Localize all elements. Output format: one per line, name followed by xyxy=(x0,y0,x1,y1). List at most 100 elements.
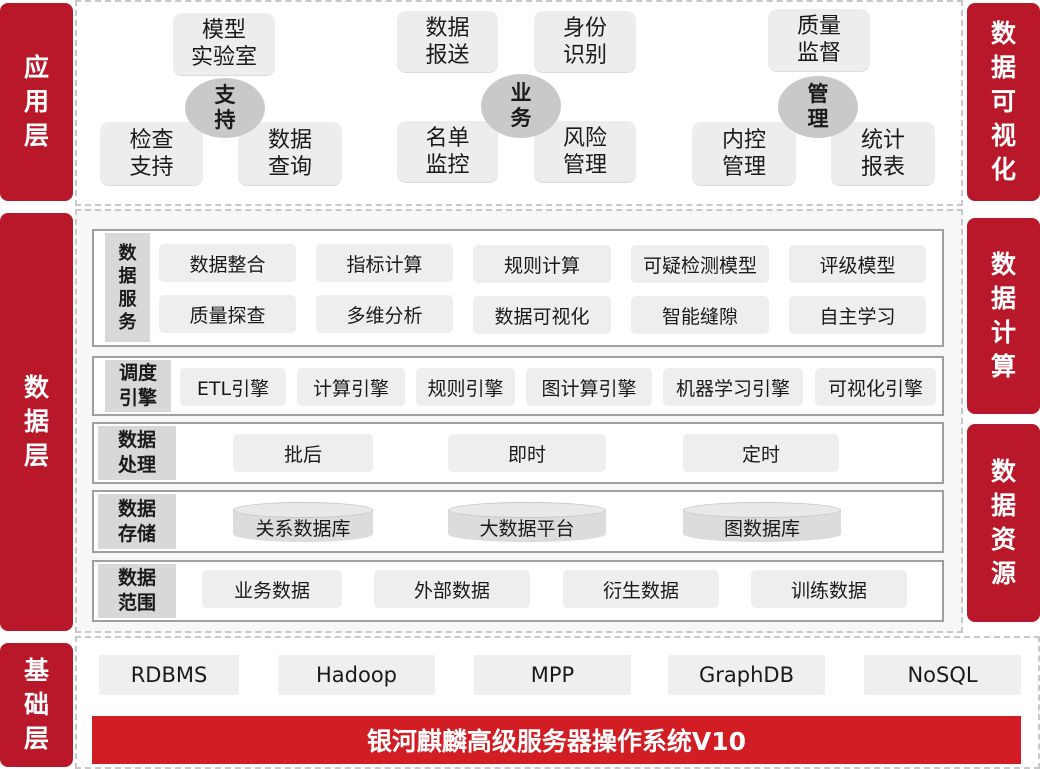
scope-label: 数据 范围 xyxy=(98,564,176,618)
hub-text: 理 xyxy=(807,107,829,131)
relational-db-cylinder[interactable]: 关系数据库 xyxy=(233,502,373,542)
scope-derived-data[interactable]: 衍生数据 xyxy=(563,570,719,608)
viz-char: 化 xyxy=(990,155,1016,184)
base-nosql[interactable]: NoSQL xyxy=(864,655,1021,695)
label-text: 引擎 xyxy=(118,387,157,409)
data-resource-bar: 数 据 资 源 xyxy=(967,424,1040,622)
resource-char: 据 xyxy=(990,491,1016,520)
base-layer-char: 础 xyxy=(23,690,49,719)
label-char: 据 xyxy=(118,265,137,287)
scope-business-data[interactable]: 业务数据 xyxy=(202,570,342,608)
app-layer-char: 层 xyxy=(23,121,49,150)
processing-scheduled[interactable]: 定时 xyxy=(683,434,839,472)
box-text: 识别 xyxy=(562,42,607,68)
engine-graph-compute[interactable]: 图计算引擎 xyxy=(526,368,652,406)
data-visualization-bar: 数 据 可 视 化 xyxy=(967,3,1040,201)
label-char: 数 xyxy=(118,242,137,264)
big-data-platform-cylinder[interactable]: 大数据平台 xyxy=(448,502,606,542)
service-quality-probe[interactable]: 质量探查 xyxy=(159,295,296,333)
app-layer-label: 应 用 层 xyxy=(0,3,73,201)
base-rdbms[interactable]: RDBMS xyxy=(99,655,239,695)
box-text: 模型 xyxy=(201,18,246,43)
box-text: 报表 xyxy=(860,154,905,180)
list-monitoring-box[interactable]: 名单监控 xyxy=(397,121,498,182)
service-data-integration[interactable]: 数据整合 xyxy=(159,244,296,282)
graph-db-cylinder[interactable]: 图数据库 xyxy=(683,502,841,542)
viz-char: 可 xyxy=(990,87,1016,116)
hub-text: 支 xyxy=(214,83,236,107)
cylinder-label: 关系数据库 xyxy=(255,517,351,540)
box-text: 质量 xyxy=(796,14,841,39)
data-layer-char: 数 xyxy=(23,373,49,402)
label-text: 处理 xyxy=(117,454,156,476)
scope-training-data[interactable]: 训练数据 xyxy=(751,570,907,608)
engine-compute[interactable]: 计算引擎 xyxy=(297,368,405,406)
service-rating-model[interactable]: 评级模型 xyxy=(789,245,926,283)
service-self-learning[interactable]: 自主学习 xyxy=(789,296,926,334)
box-text: 支持 xyxy=(129,154,174,180)
box-text: 管理 xyxy=(562,152,607,178)
identity-recognition-box[interactable]: 身份识别 xyxy=(534,11,636,72)
base-layer-char: 层 xyxy=(23,724,49,753)
processing-batch[interactable]: 批后 xyxy=(233,434,373,472)
app-layer-char: 应 xyxy=(23,53,49,82)
box-text: 监督 xyxy=(796,41,841,66)
hub-text: 务 xyxy=(510,106,532,130)
viz-char: 据 xyxy=(990,53,1016,82)
box-text: 检查 xyxy=(129,127,174,153)
box-text: 查询 xyxy=(267,154,312,180)
base-graphdb[interactable]: GraphDB xyxy=(668,655,825,695)
service-indicator-calc[interactable]: 指标计算 xyxy=(316,244,453,282)
service-rule-calc[interactable]: 规则计算 xyxy=(473,245,611,283)
scope-external-data[interactable]: 外部数据 xyxy=(374,570,530,608)
service-data-visualization[interactable]: 数据可视化 xyxy=(473,296,611,334)
resource-char: 资 xyxy=(990,525,1016,554)
model-lab-box[interactable]: 模型实验室 xyxy=(173,13,275,75)
viz-char: 视 xyxy=(990,121,1016,150)
quality-supervision-box[interactable]: 质量监督 xyxy=(768,9,870,71)
cylinder-label: 大数据平台 xyxy=(479,517,575,540)
cylinder-label: 图数据库 xyxy=(723,517,800,540)
base-layer-label: 基 础 层 xyxy=(0,643,73,767)
box-text: 名单 xyxy=(425,125,470,151)
service-multidim-analysis[interactable]: 多维分析 xyxy=(316,295,453,333)
compute-char: 数 xyxy=(990,250,1016,279)
service-suspicious-model[interactable]: 可疑检测模型 xyxy=(631,245,769,283)
support-hub: 支 持 xyxy=(185,78,265,138)
box-text: 内控 xyxy=(721,127,766,153)
data-layer-char: 层 xyxy=(23,441,49,470)
data-query-box[interactable]: 数据查询 xyxy=(238,122,342,185)
data-submission-box[interactable]: 数据报送 xyxy=(397,11,498,72)
check-support-box[interactable]: 检查支持 xyxy=(100,122,203,185)
cylinder-top xyxy=(233,502,373,518)
box-text: 报送 xyxy=(425,42,470,68)
engine-visualization[interactable]: 可视化引擎 xyxy=(815,368,936,406)
box-text: 风险 xyxy=(562,125,607,151)
base-mpp[interactable]: MPP xyxy=(474,655,631,695)
viz-char: 数 xyxy=(990,19,1016,48)
risk-management-box[interactable]: 风险管理 xyxy=(534,121,636,182)
os-banner: 银河麒麟高级服务器操作系统V10 xyxy=(92,716,1021,764)
label-text: 数据 xyxy=(117,429,156,451)
data-services-label: 数 据 服 务 xyxy=(105,233,150,342)
box-text: 数据 xyxy=(267,127,312,153)
resource-char: 源 xyxy=(990,559,1016,588)
data-layer-char: 据 xyxy=(23,407,49,436)
box-text: 身份 xyxy=(562,15,607,41)
base-layer-char: 基 xyxy=(23,656,49,685)
engine-machine-learning[interactable]: 机器学习引擎 xyxy=(663,368,803,406)
processing-realtime[interactable]: 即时 xyxy=(448,434,606,472)
storage-label: 数据 存储 xyxy=(98,494,176,549)
base-hadoop[interactable]: Hadoop xyxy=(278,655,435,695)
label-text: 数据 xyxy=(117,567,156,589)
app-layer-char: 用 xyxy=(23,87,49,116)
engine-rule[interactable]: 规则引擎 xyxy=(416,368,515,406)
service-smart-gap[interactable]: 智能缝隙 xyxy=(631,296,769,334)
statistics-report-box[interactable]: 统计报表 xyxy=(831,122,935,185)
box-text: 实验室 xyxy=(190,45,257,70)
processing-label: 数据 处理 xyxy=(98,426,176,480)
compute-char: 算 xyxy=(990,352,1016,381)
internal-control-box[interactable]: 内控管理 xyxy=(692,122,796,185)
cylinder-top xyxy=(448,502,606,518)
engine-etl[interactable]: ETL引擎 xyxy=(180,368,286,406)
